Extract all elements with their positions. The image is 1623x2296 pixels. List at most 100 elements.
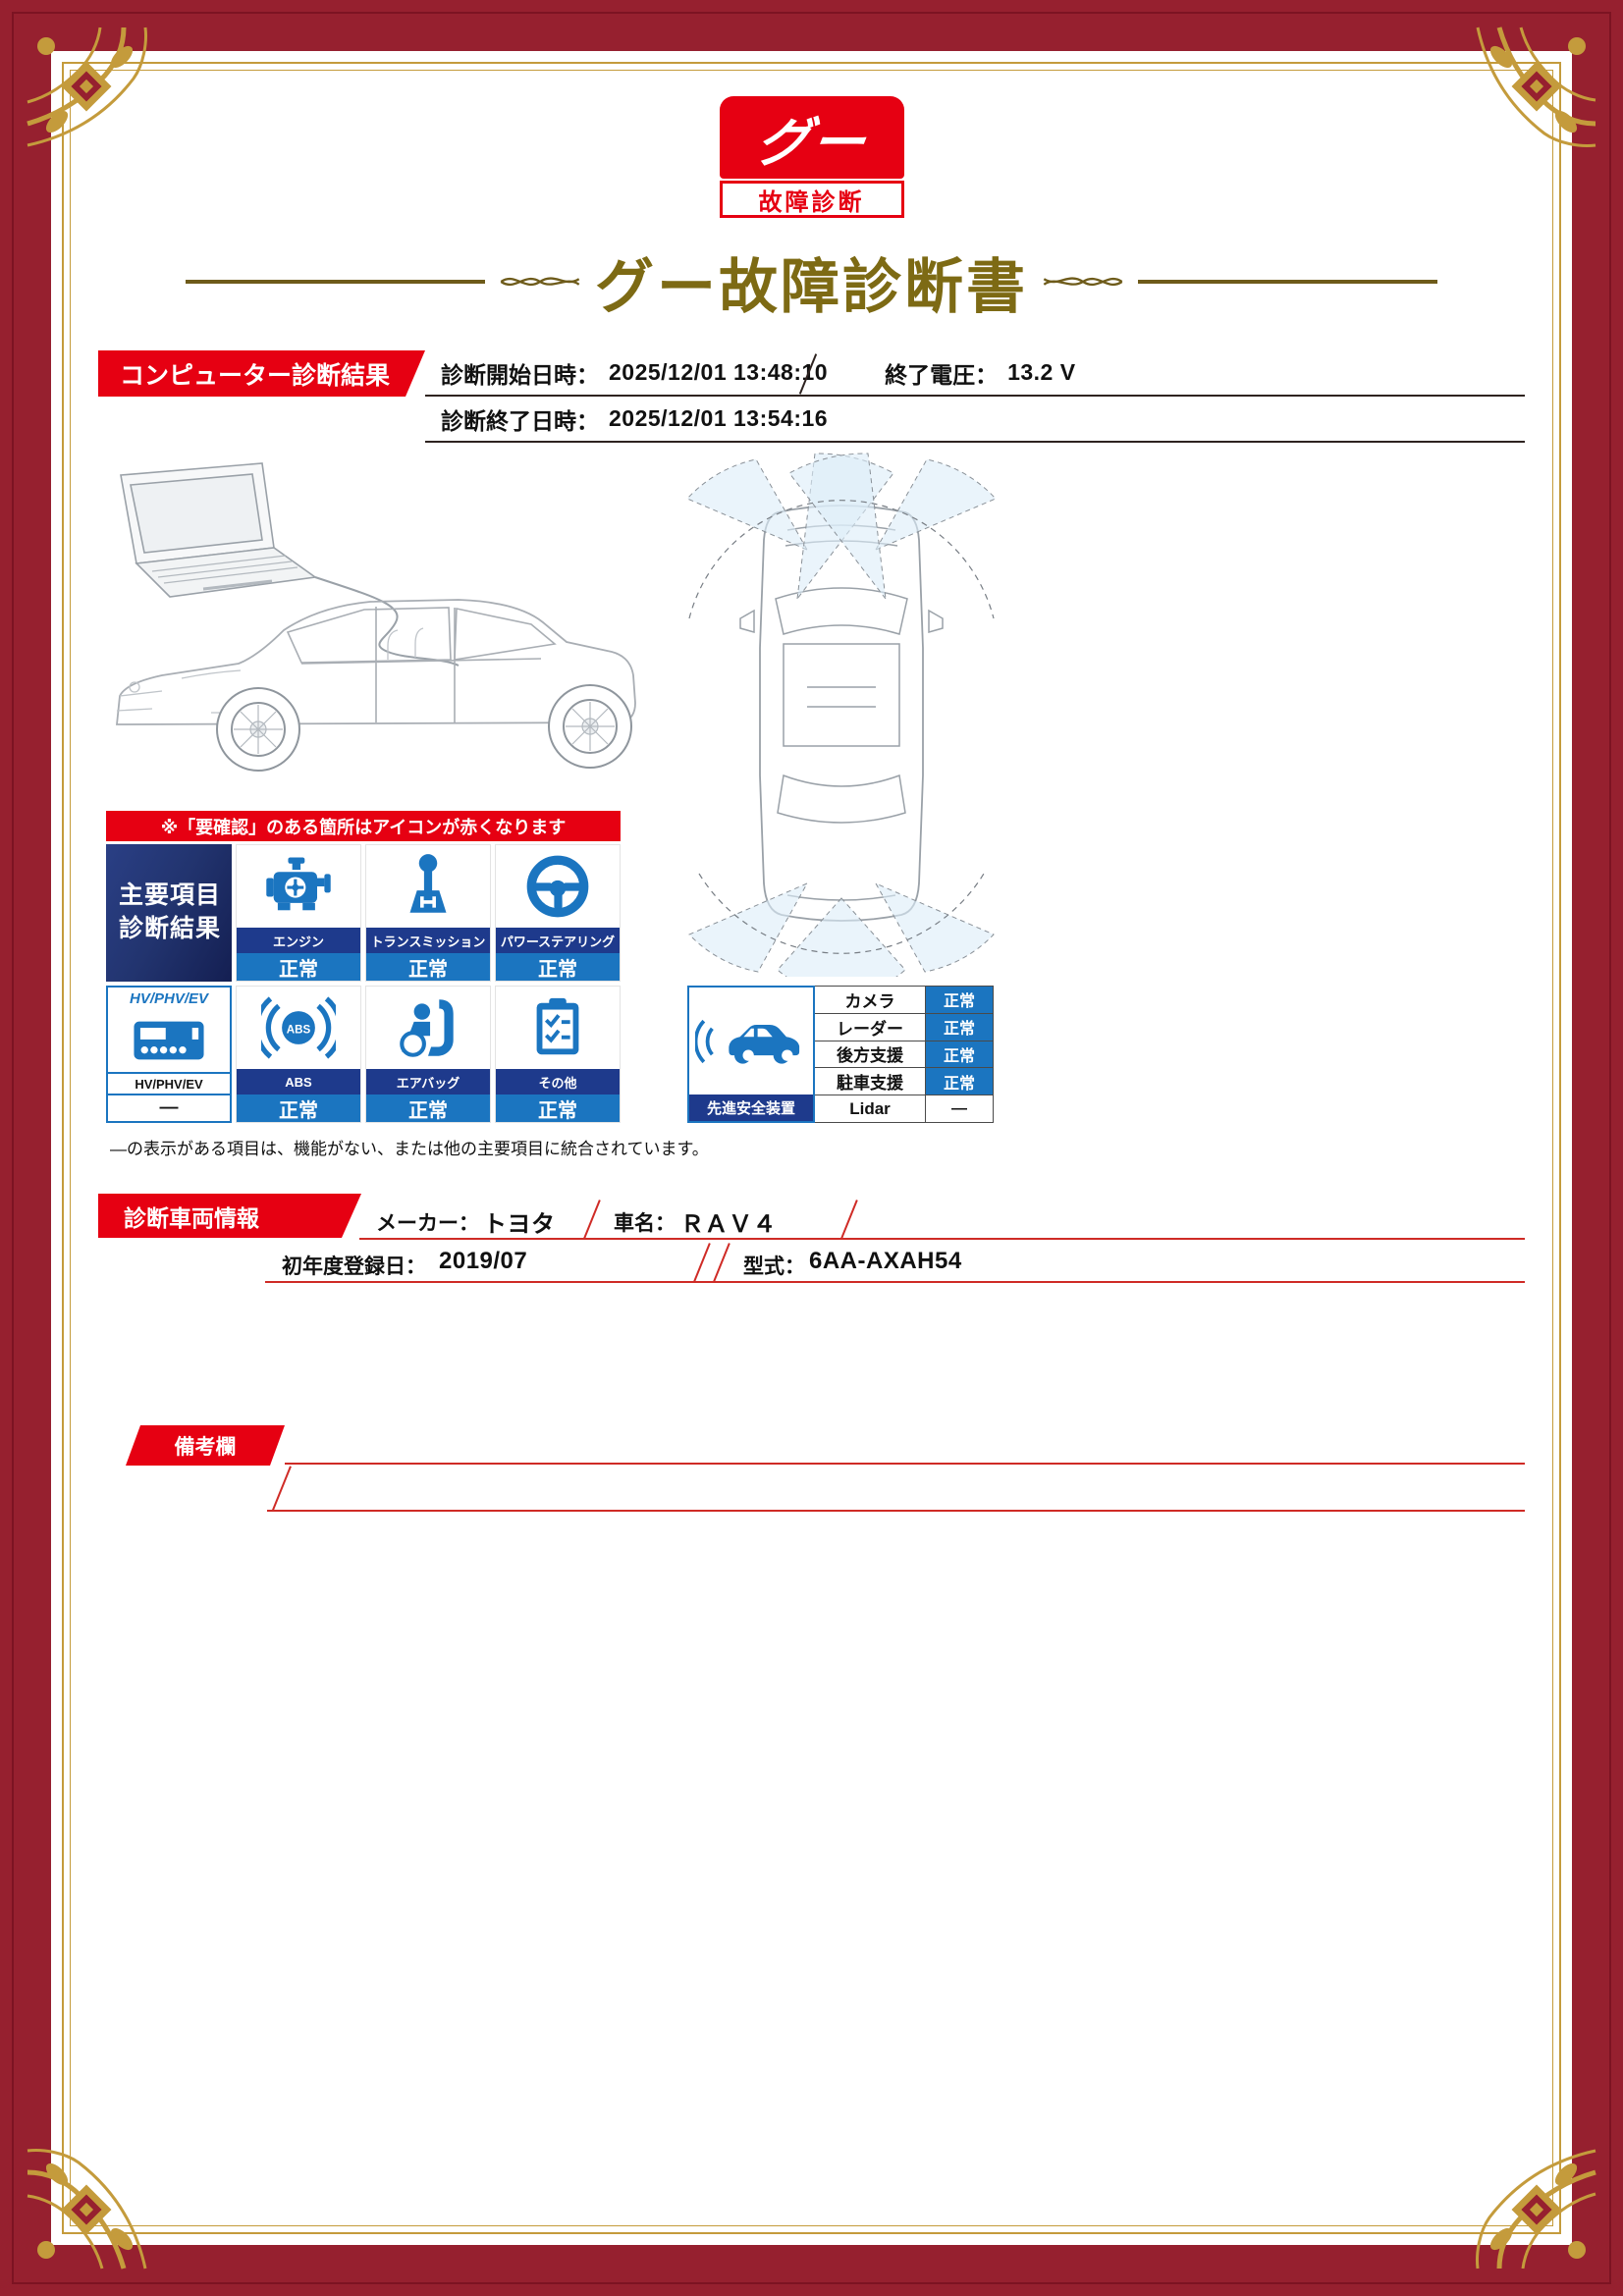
diagnosis-start-row: 診断開始日時： 2025/12/01 13:48:10 終了電圧： 13.2 V [425, 350, 1525, 397]
advanced-safety-table: カメラ 正常 レーダー 正常 後方支援 正常 駐車支援 正常 Lidar ― [815, 986, 994, 1123]
goo-logo-text: グー [751, 113, 870, 173]
main-items-header-line2: 診断結果 [119, 915, 222, 942]
diagnosis-item-transmission: トランスミッション 正常 [365, 844, 491, 982]
frame-inner-line [12, 12, 1611, 2284]
advanced-safety-label: 先進安全装置 [706, 1100, 795, 1117]
vehicle-info-banner-label: 診断車両情報 [124, 1204, 259, 1231]
maker-value: トヨタ [483, 1211, 556, 1238]
status-badge: 正常 [925, 1013, 993, 1041]
warning-note-strip: ※「要確認」のある箇所はアイコンが赤くなります [106, 811, 621, 841]
status-badge: 正常 [279, 1099, 318, 1122]
status-badge: 正常 [538, 1099, 577, 1122]
corner-ornament-icon [27, 2149, 147, 2269]
vehicle-rule-1 [359, 1238, 1525, 1240]
safety-car-icon [695, 1019, 800, 1064]
status-badge: 正常 [408, 1099, 448, 1122]
diagnosis-end-label: 診断終了日時： [441, 407, 599, 434]
item-label: HV/PHV/EV [135, 1076, 203, 1092]
diagnosis-end-value: 2025/12/01 13:54:16 [609, 405, 829, 431]
safety-name: 駐車支援 [815, 1068, 925, 1095]
end-voltage-label: 終了電圧： [885, 361, 999, 388]
status-badge: 正常 [925, 1041, 993, 1068]
item-label: パワーステアリング [500, 934, 616, 949]
item-label: ABS [285, 1074, 312, 1090]
end-voltage-value: 13.2 V [1007, 359, 1076, 385]
title-rule-left [186, 280, 485, 284]
report-title-row: グー故障診断書 [0, 245, 1623, 320]
laptop-diagnosis-illustration [116, 462, 636, 772]
computer-diagnosis-banner: コンピューター診断結果 [98, 350, 425, 397]
diagnosis-start-value: 2025/12/01 13:48:10 [609, 359, 829, 385]
status-badge: 正常 [408, 958, 448, 981]
main-items-grid: 主要項目 診断結果 エンジン 正常 トランスミッショ [106, 844, 621, 1123]
maker-label: メーカー： [376, 1212, 479, 1235]
abs-icon: ABS [261, 996, 336, 1059]
status-badge: 正常 [925, 987, 993, 1013]
item-label: その他 [538, 1075, 577, 1091]
transmission-icon [409, 854, 447, 913]
vehicle-rule-2 [265, 1281, 1525, 1283]
safety-name: 後方支援 [815, 1041, 925, 1068]
other-items-icon [536, 997, 579, 1055]
status-badge: 正常 [279, 958, 318, 981]
warning-note-text: ※「要確認」のある箇所はアイコンが赤くなります [160, 817, 567, 837]
item-label: エアバッグ [396, 1075, 460, 1091]
safety-name: カメラ [815, 987, 925, 1013]
first-registration-value: 2019/07 [439, 1248, 528, 1274]
computer-diagnosis-info: 診断開始日時： 2025/12/01 13:48:10 終了電圧： 13.2 V… [425, 350, 1525, 443]
page-title: グー故障診断書 [595, 253, 1028, 320]
diagnosis-item-hv-phv-ev: HV/PHV/EV HV/PHV/EV ― [106, 986, 232, 1123]
safety-row-rear-support: 後方支援 正常 [815, 1041, 993, 1069]
goo-logo-band: 故障診断 [719, 181, 904, 218]
computer-diagnosis-banner-label: コンピューター診断結果 [120, 361, 391, 390]
diagnosis-item-abs: ABS ABS 正常 [236, 986, 361, 1123]
status-badge: 正常 [925, 1068, 993, 1095]
first-registration-label: 初年度登録日： [282, 1255, 426, 1278]
corner-ornament-icon [1476, 27, 1596, 147]
safety-name: レーダー [815, 1013, 925, 1041]
safety-row-lidar: Lidar ― [815, 1095, 993, 1122]
diagnosis-item-engine: エンジン 正常 [236, 844, 361, 982]
hv-top-label: HV/PHV/EV [129, 989, 209, 1007]
safety-row-parking-support: 駐車支援 正常 [815, 1068, 993, 1096]
advanced-safety-panel: 先進安全装置 カメラ 正常 レーダー 正常 後方支援 正常 駐車支援 正常 Li… [687, 986, 994, 1123]
title-flourish-icon [1043, 277, 1123, 287]
main-items-header-line1: 主要項目 [119, 881, 222, 910]
report-sheet [51, 51, 1572, 2245]
safety-row-radar: レーダー 正常 [815, 1013, 993, 1041]
status-badge: ― [159, 1097, 179, 1118]
diagnosis-item-other: その他 正常 [495, 986, 621, 1123]
gold-border-inner [70, 70, 1553, 2226]
diagnosis-start-label: 診断開始日時： [441, 361, 599, 388]
abs-icon-text: ABS [287, 1023, 311, 1036]
item-label: エンジン [272, 934, 324, 949]
model-code-label: 型式： [743, 1255, 805, 1278]
model-code-value: 6AA-AXAH54 [809, 1248, 962, 1274]
airbag-icon [400, 999, 454, 1057]
power-steering-icon [526, 855, 589, 918]
goo-logo-subtext: 故障診断 [758, 188, 865, 216]
engine-icon [266, 857, 331, 911]
car-name-value: ＲＡＶ４ [680, 1211, 777, 1238]
diagnosis-item-power-steering: パワーステアリング 正常 [495, 844, 621, 982]
corner-ornament-icon [27, 27, 147, 147]
main-items-header: 主要項目 診断結果 [106, 844, 232, 982]
status-badge: 正常 [538, 958, 577, 981]
goo-logo-red-box: グー [719, 96, 904, 179]
advanced-safety-icon-cell: 先進安全装置 [687, 986, 815, 1123]
car-top-view-illustration [686, 453, 997, 977]
remarks-banner-label: 備考欄 [174, 1435, 237, 1459]
vehicle-info-banner: 診断車両情報 [98, 1194, 361, 1238]
hv-phv-ev-icon [134, 1021, 204, 1060]
status-badge: ― [925, 1095, 993, 1122]
safety-row-camera: カメラ 正常 [815, 987, 993, 1014]
remarks-rule-1 [285, 1463, 1525, 1465]
car-name-label: 車名： [614, 1212, 676, 1235]
title-flourish-icon [500, 277, 580, 287]
remarks-banner: 備考欄 [126, 1425, 285, 1466]
diagnosis-end-row: 診断終了日時： 2025/12/01 13:54:16 [425, 397, 1525, 443]
gold-border-outer [62, 62, 1561, 2234]
safety-name: Lidar [815, 1095, 925, 1122]
goo-logo: グー 故障診断 [719, 96, 904, 218]
